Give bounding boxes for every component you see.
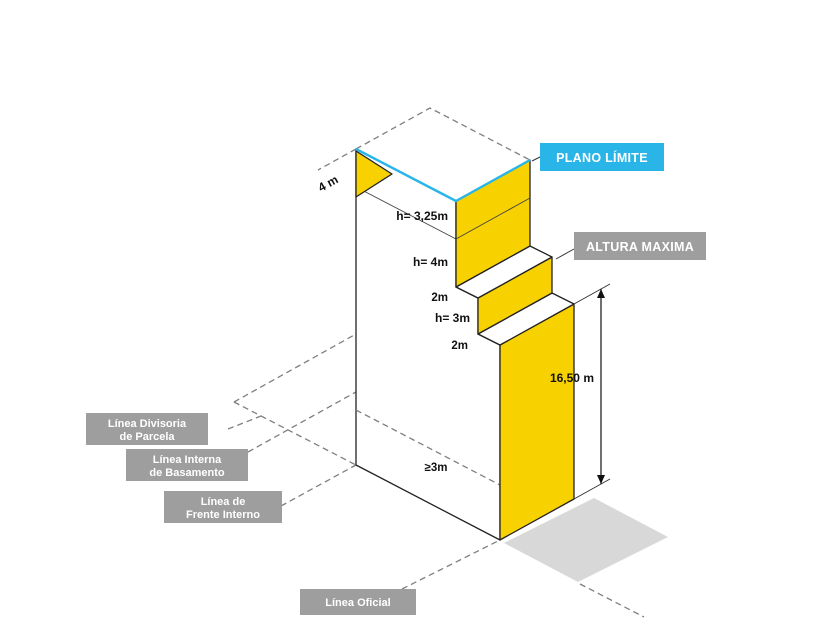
oficial-box [300, 589, 416, 615]
altura-maxima-box [574, 232, 706, 260]
plano-limite-label: PLANO LÍMITE [556, 150, 648, 165]
limit-plane-extension [317, 148, 357, 171]
frente-interno-box [164, 491, 282, 523]
setback-upper-label: 2m [431, 292, 448, 304]
block-top-height-label: h= 3,25m [396, 209, 448, 223]
side-lot-line-extension [579, 583, 645, 618]
limit-plane-front-edges [355, 147, 531, 203]
side-face-block-division [355, 186, 457, 240]
rear-min-depth-label: ≥3m [425, 462, 448, 474]
block-upper-height-label: h= 4m [413, 255, 448, 269]
altura-maxima-label: ALTURA MAXIMA [586, 240, 694, 254]
plano-limite-box [540, 143, 664, 171]
internal-front-line [280, 464, 357, 507]
dimension-extension-bottom [573, 478, 611, 500]
rear-lot-line [233, 333, 357, 403]
divisoria-box [86, 413, 208, 445]
setback-lower-label: 2m [451, 340, 468, 352]
basamento-label-line2: de Basamento [149, 467, 224, 479]
altura-maxima-pointer [555, 248, 575, 260]
roof-gable-triangle [355, 150, 393, 198]
basement-internal-line [247, 391, 357, 453]
plano-limite-pointer [531, 156, 541, 162]
side-lot-line-connector [227, 415, 262, 430]
official-line [401, 540, 499, 590]
side-lot-line [233, 401, 357, 466]
divisoria-label-line2: de Parcela [119, 431, 175, 443]
sidewalk [504, 498, 668, 582]
limit-plane-surface [356, 108, 530, 201]
frente-interno-label-line2: Frente Interno [186, 509, 260, 521]
upper-block-division [455, 197, 531, 240]
max-height-value: 16,50 m [550, 371, 594, 385]
frente-interno-label-line1: Línea de [201, 496, 246, 508]
top-plane-width-label: 4 m [316, 172, 341, 194]
dimension-arrow-down [597, 475, 605, 484]
oficial-label: Línea Oficial [325, 597, 390, 609]
dimension-extension-top [573, 283, 611, 305]
block-mid-height-label: h= 3m [435, 311, 470, 325]
basement-setback-line [355, 409, 501, 486]
limit-plane-back-edges [355, 107, 531, 161]
divisoria-label-line1: Línea Divisoria [108, 418, 187, 430]
basamento-box [126, 449, 248, 481]
basamento-label-line1: Línea Interna [153, 454, 222, 466]
dimension-arrow-up [597, 289, 605, 298]
